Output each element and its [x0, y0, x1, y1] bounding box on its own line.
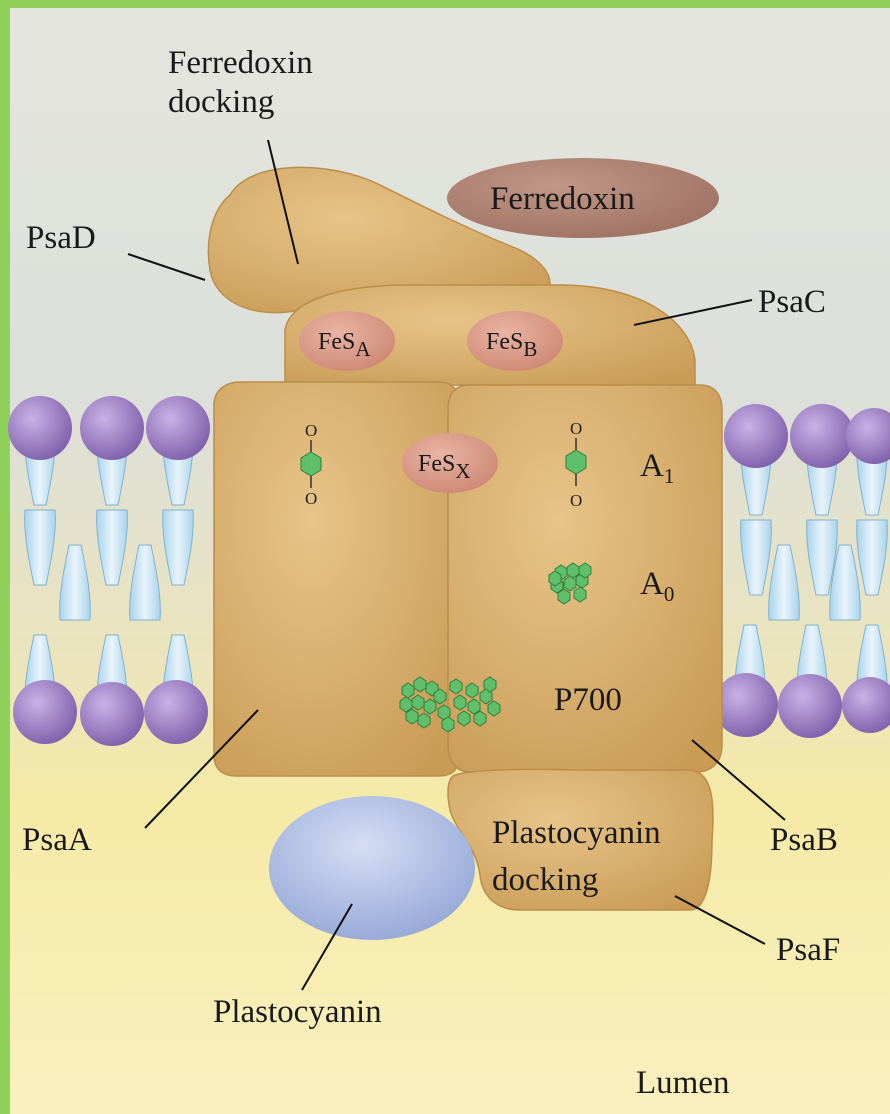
- lipid-head: [146, 396, 210, 460]
- psaC-label: PsaC: [758, 284, 826, 320]
- p700-label: P700: [554, 682, 622, 718]
- lipid-head: [144, 680, 208, 744]
- psaD-label: PsaD: [26, 220, 96, 256]
- lipid-head: [8, 396, 72, 460]
- svg-text:O: O: [570, 419, 582, 438]
- svg-text:O: O: [570, 491, 582, 510]
- plastocyanin-docking-label-line2: docking: [492, 862, 598, 898]
- ferredoxin-docking-label-line1: Ferredoxin: [168, 45, 313, 81]
- plastocyanin-protein: [269, 796, 475, 940]
- lipid-head: [80, 682, 144, 746]
- ferredoxin-label: Ferredoxin: [490, 181, 635, 217]
- lipid-head: [13, 680, 77, 744]
- lipid-bilayer-left: [8, 396, 210, 746]
- lipid-head: [714, 673, 778, 737]
- plastocyanin-label: Plastocyanin: [213, 994, 382, 1030]
- lipid-head: [80, 396, 144, 460]
- lipid-head: [790, 404, 854, 468]
- plastocyanin-docking-label-line1: Plastocyanin: [492, 815, 661, 851]
- psaF-label: PsaF: [776, 932, 840, 968]
- psaA-label: PsaA: [22, 822, 92, 858]
- psaB-label: PsaB: [770, 822, 838, 858]
- lipid-head: [778, 674, 842, 738]
- svg-text:O: O: [305, 489, 317, 508]
- lumen-label: Lumen: [636, 1065, 729, 1101]
- svg-text:O: O: [305, 421, 317, 440]
- lipid-head: [724, 404, 788, 468]
- ferredoxin-docking-label-line2: docking: [168, 84, 274, 120]
